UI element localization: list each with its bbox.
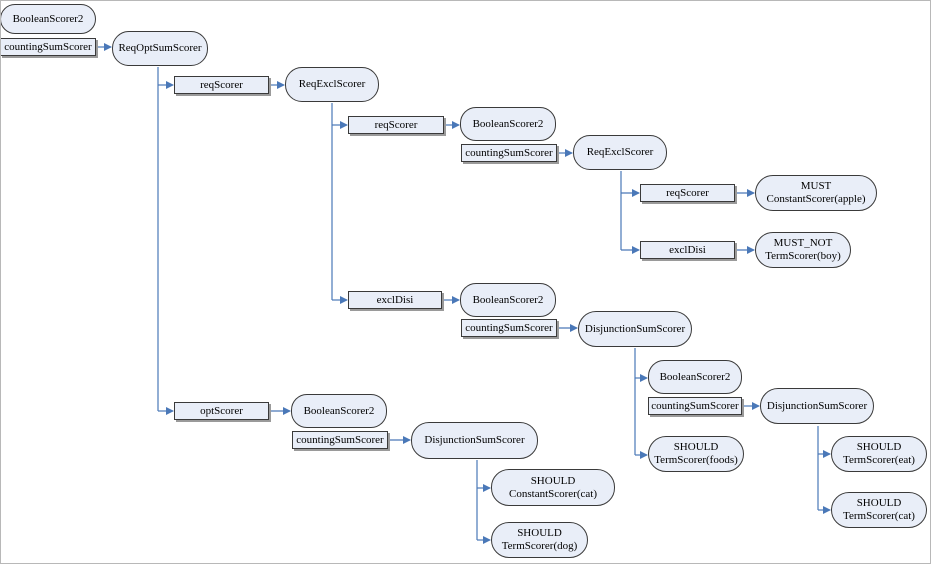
- node-label-line-1: SHOULD: [856, 497, 902, 509]
- node-booleanscorer2-4: BooleanScorer2: [648, 360, 742, 394]
- node-label: DisjunctionSumScorer: [424, 434, 525, 446]
- node-reqscorer-2: reqScorer: [348, 116, 444, 134]
- node-label: DisjunctionSumScorer: [584, 322, 686, 335]
- node-label: DisjunctionSumScorer: [766, 399, 868, 412]
- node-should-termscorer-eat: SHOULD TermScorer(eat): [831, 436, 927, 472]
- node-label-line-1: SHOULD: [856, 441, 902, 453]
- node-excldisi-3: exclDisi: [640, 241, 735, 259]
- node-label-line-1: SHOULD: [517, 527, 562, 539]
- node-label-line-2: TermScorer(dog): [501, 540, 578, 552]
- node-countingsumscorer-2: countingSumScorer: [461, 144, 557, 162]
- node-label-line-2: ConstantScorer(apple): [766, 193, 866, 205]
- node-label: BooleanScorer2: [303, 404, 375, 417]
- node-label: exclDisi: [669, 243, 706, 256]
- node-label: ReqExclScorer: [586, 146, 654, 158]
- node-label: countingSumScorer: [465, 146, 553, 159]
- node-label-line-2: TermScorer(foods): [654, 454, 738, 466]
- node-label: BooleanScorer2: [12, 12, 84, 25]
- node-label-line-2: TermScorer(eat): [843, 454, 915, 466]
- node-booleanscorer2-3: BooleanScorer2: [460, 283, 556, 317]
- node-label: ReqOptSumScorer: [118, 42, 202, 54]
- node-label: countingSumScorer: [4, 40, 92, 53]
- node-disjunctionsumscorer-2: DisjunctionSumScorer: [760, 388, 874, 424]
- node-disjunctionsumscorer-3: DisjunctionSumScorer: [411, 422, 538, 459]
- node-countingsumscorer-5: countingSumScorer: [292, 431, 388, 449]
- node-label: countingSumScorer: [296, 433, 384, 446]
- node-label: reqScorer: [200, 78, 243, 91]
- node-label: countingSumScorer: [465, 321, 553, 334]
- node-reqscorer-3: reqScorer: [640, 184, 735, 202]
- node-reqexclscorer-1: ReqExclScorer: [285, 67, 379, 102]
- node-label: BooleanScorer2: [659, 370, 731, 383]
- node-should-termscorer-cat-2: SHOULD TermScorer(cat): [831, 492, 927, 528]
- node-label: BooleanScorer2: [472, 117, 544, 130]
- node-label: reqScorer: [666, 186, 709, 199]
- node-reqoptsumscorer: ReqOptSumScorer: [112, 31, 208, 66]
- node-should-termscorer-dog: SHOULD TermScorer(dog): [491, 522, 588, 558]
- node-label-line-2: ConstantScorer(cat): [509, 487, 597, 500]
- node-label-line-1: SHOULD: [530, 474, 576, 487]
- node-should-constantscorer-cat: SHOULD ConstantScorer(cat): [491, 469, 615, 506]
- node-label: optScorer: [200, 404, 243, 417]
- node-excldisi-2: exclDisi: [348, 291, 442, 309]
- node-countingsumscorer-4: countingSumScorer: [648, 397, 742, 415]
- node-label-line-1: MUST_NOT: [773, 237, 833, 249]
- node-disjunctionsumscorer-1: DisjunctionSumScorer: [578, 311, 692, 347]
- node-label: reqScorer: [374, 118, 418, 131]
- node-booleanscorer2-root: BooleanScorer2: [0, 4, 96, 34]
- node-label: ReqExclScorer: [298, 78, 366, 90]
- node-booleanscorer2-2: BooleanScorer2: [460, 107, 556, 141]
- node-label-line-1: SHOULD: [673, 441, 719, 453]
- node-reqexclscorer-2: ReqExclScorer: [573, 135, 667, 170]
- node-should-termscorer-foods: SHOULD TermScorer(foods): [648, 436, 744, 472]
- node-label-line-2: TermScorer(boy): [765, 250, 841, 262]
- node-label-line-1: MUST: [800, 180, 832, 192]
- node-optscorer: optScorer: [174, 402, 269, 420]
- node-label: exclDisi: [376, 293, 414, 306]
- node-booleanscorer2-5: BooleanScorer2: [291, 394, 387, 428]
- node-must-constantscorer-apple: MUST ConstantScorer(apple): [755, 175, 877, 211]
- node-mustnot-termscorer-boy: MUST_NOT TermScorer(boy): [755, 232, 851, 268]
- node-label: BooleanScorer2: [472, 293, 544, 306]
- node-reqscorer-1: reqScorer: [174, 76, 269, 94]
- node-countingsumscorer-root: countingSumScorer: [0, 38, 96, 56]
- node-label: countingSumScorer: [651, 399, 739, 412]
- node-label-line-2: TermScorer(cat): [843, 510, 915, 522]
- node-countingsumscorer-3: countingSumScorer: [461, 319, 557, 337]
